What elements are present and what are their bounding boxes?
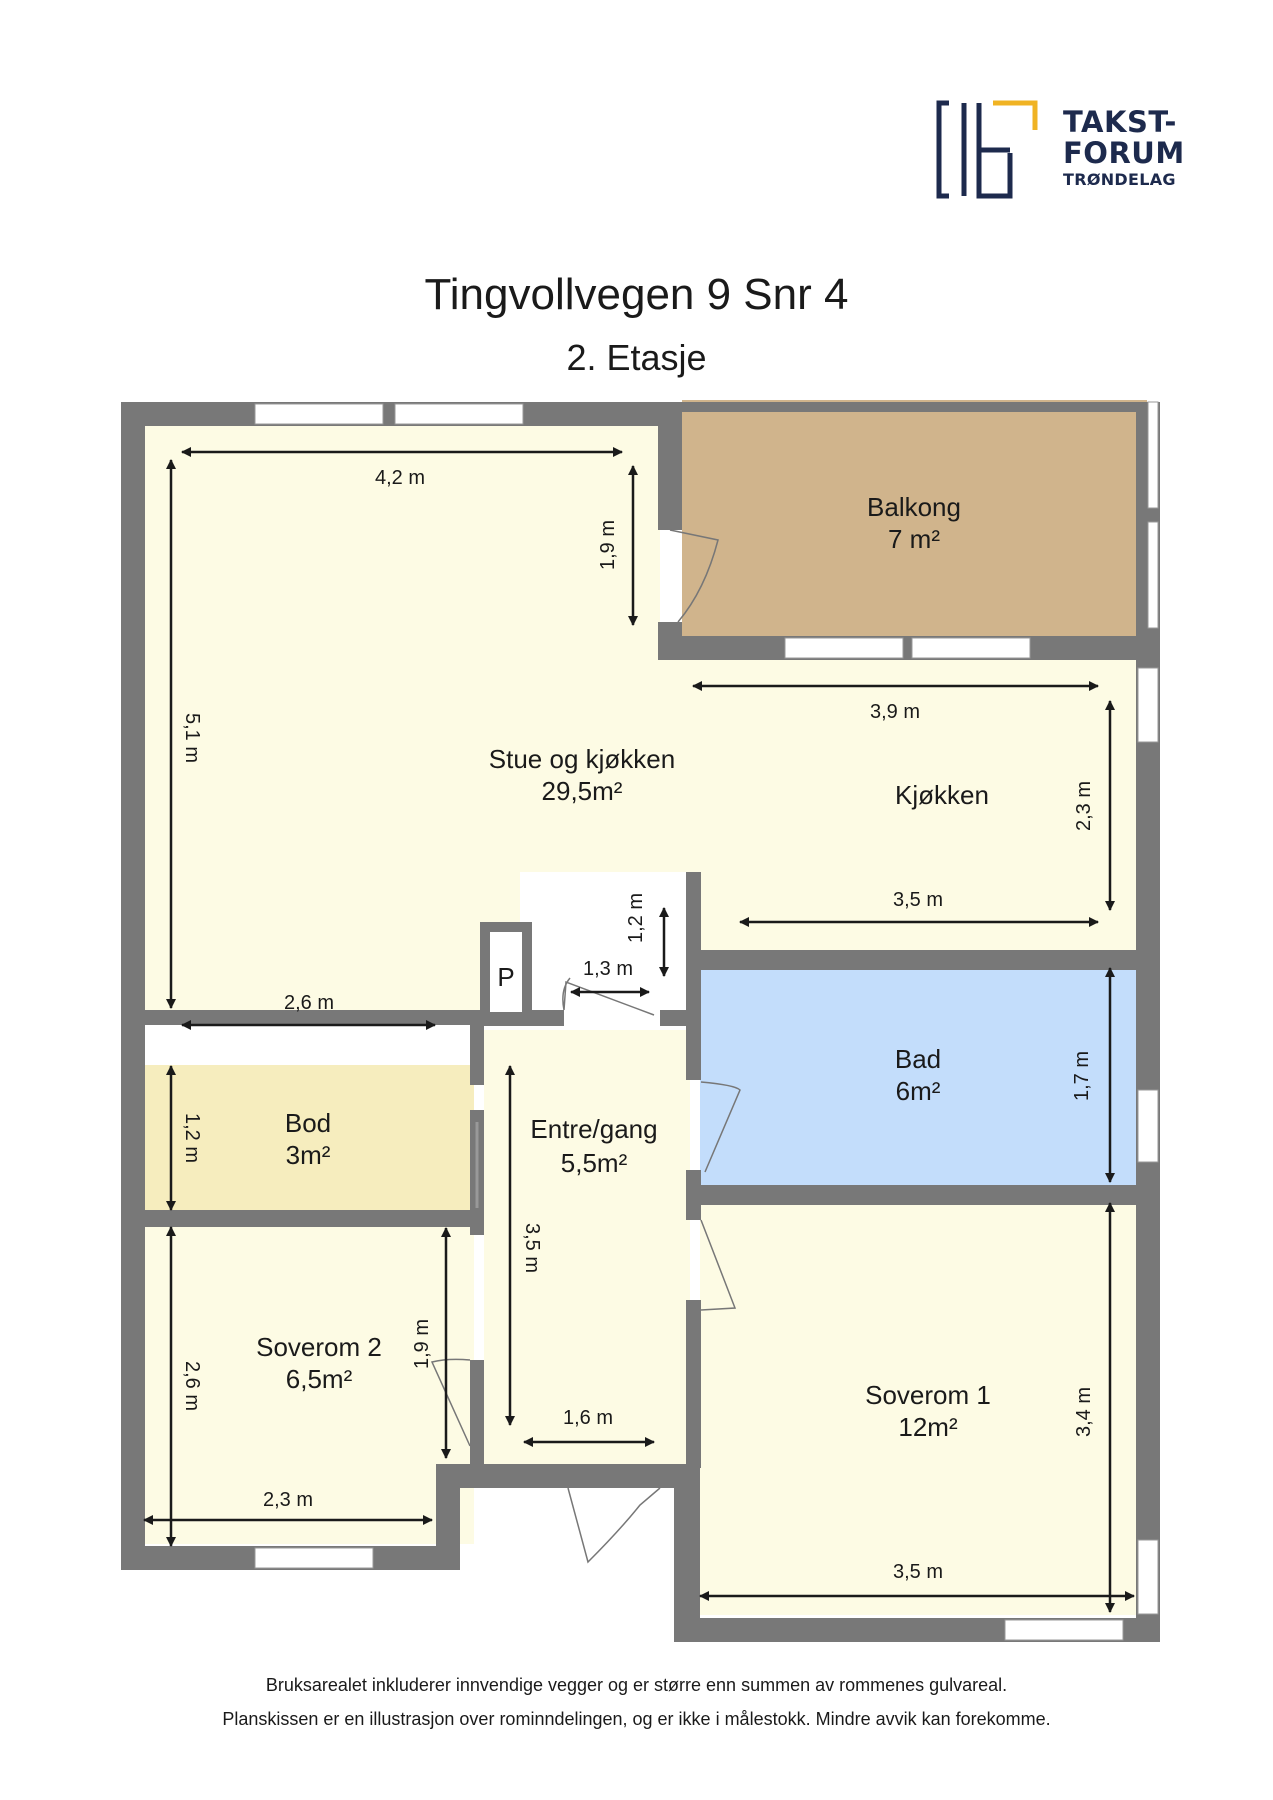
window — [254, 1547, 374, 1569]
dim-soverom1-depth: 3,4 m — [1073, 1387, 1095, 1437]
window — [1147, 521, 1159, 629]
bad-door — [700, 1081, 741, 1173]
soverom1-name: Soverom 1 — [865, 1380, 991, 1410]
dim-soverom2-depth: 2,6 m — [181, 1361, 203, 1411]
bod-name: Bod — [285, 1108, 331, 1138]
window — [1004, 1619, 1124, 1641]
front-door — [567, 1487, 661, 1564]
dim-soverom2-width: 2,3 m — [263, 1489, 313, 1511]
page-subtitle: 2. Etasje — [566, 337, 707, 378]
dim-kjokken-depth: 2,3 m — [1073, 781, 1095, 831]
stue-name: Stue og kjøkken — [489, 744, 675, 774]
dim-stue-width: 4,2 m — [375, 467, 425, 489]
page-title: Tingvollvegen 9 Snr 4 — [424, 270, 849, 319]
logo-wordmark: TAKST- FORUM TRØNDELAG — [1063, 108, 1185, 188]
bod-area: 3m² — [286, 1140, 331, 1170]
dim-kjokken-width-bottom: 3,5 m — [893, 889, 943, 911]
entre-floor — [484, 1030, 690, 1480]
dim-bod-depth: 1,2 m — [181, 1113, 203, 1163]
window — [1147, 401, 1159, 509]
window — [1137, 667, 1159, 743]
dim-soverom1-width: 3,5 m — [893, 1561, 943, 1583]
entre-name: Entre/gang — [530, 1114, 657, 1144]
balkong-name: Balkong — [867, 492, 961, 522]
dim-stue-upper-depth: 1,9 m — [597, 520, 619, 570]
windows — [254, 401, 1159, 1641]
dim-entre-length: 3,5 m — [521, 1223, 543, 1273]
window — [784, 637, 904, 659]
window — [394, 403, 524, 425]
dim-kjokken-width-top: 3,9 m — [870, 701, 920, 723]
dim-passage-width: 1,3 m — [583, 958, 633, 980]
dimension-arrows — [143, 447, 1135, 1613]
dim-stue-height: 5,1 m — [181, 713, 203, 763]
logo-line-2: FORUM — [1063, 136, 1185, 170]
window — [254, 403, 384, 425]
balkong-door — [669, 529, 719, 623]
dim-entre-width: 1,6 m — [563, 1407, 613, 1429]
footer-note-disclaimer: Planskissen er en illustrasjon over romi… — [222, 1709, 1051, 1729]
dim-bad-depth: 1,7 m — [1071, 1051, 1093, 1101]
takstforum-logo-icon — [936, 100, 1038, 199]
soverom2-floor — [144, 1227, 474, 1544]
balkong-area: 7 m² — [888, 524, 940, 554]
soverom2-name: Soverom 2 — [256, 1332, 382, 1362]
dim-stue-bottom-width: 2,6 m — [284, 992, 334, 1014]
stue-floor — [144, 425, 1138, 1010]
soverom1-door — [700, 1219, 737, 1311]
kjokken-name: Kjøkken — [895, 780, 989, 810]
entre-area: 5,5m² — [561, 1148, 628, 1178]
window — [1137, 1539, 1159, 1615]
window — [911, 637, 1031, 659]
window — [1137, 1089, 1159, 1163]
soverom1-area: 12m² — [898, 1412, 958, 1442]
bod-floor — [144, 1065, 474, 1210]
dimension-labels: 4,2 m 1,9 m 5,1 m 2,6 m 3,9 m 2,3 m 3,5 … — [181, 467, 1095, 1583]
bad-area: 6m² — [896, 1076, 941, 1106]
footer-note-area: Bruksarealet inkluderer innvendige vegge… — [265, 1675, 1008, 1695]
dim-soverom2-inner-depth: 1,9 m — [411, 1319, 433, 1369]
soverom1-floor — [700, 1205, 1138, 1615]
room-floors — [144, 400, 1147, 1615]
logo-line-1: TAKST- — [1063, 105, 1177, 139]
balkong-floor — [682, 400, 1147, 636]
pipe-label: P — [497, 962, 514, 992]
logo-line-3: TRØNDELAG — [1063, 170, 1176, 189]
bad-name: Bad — [895, 1044, 941, 1074]
stue-area: 29,5m² — [542, 776, 623, 806]
dim-passage-depth: 1,2 m — [625, 893, 647, 943]
entre-door — [562, 977, 655, 1016]
soverom2-area: 6,5m² — [286, 1364, 353, 1394]
room-labels: Balkong 7 m² Stue og kjøkken 29,5m² Kjøk… — [256, 492, 991, 1442]
pipe-shaft — [490, 932, 522, 1012]
doors — [430, 529, 741, 1564]
bad-floor — [700, 970, 1138, 1185]
